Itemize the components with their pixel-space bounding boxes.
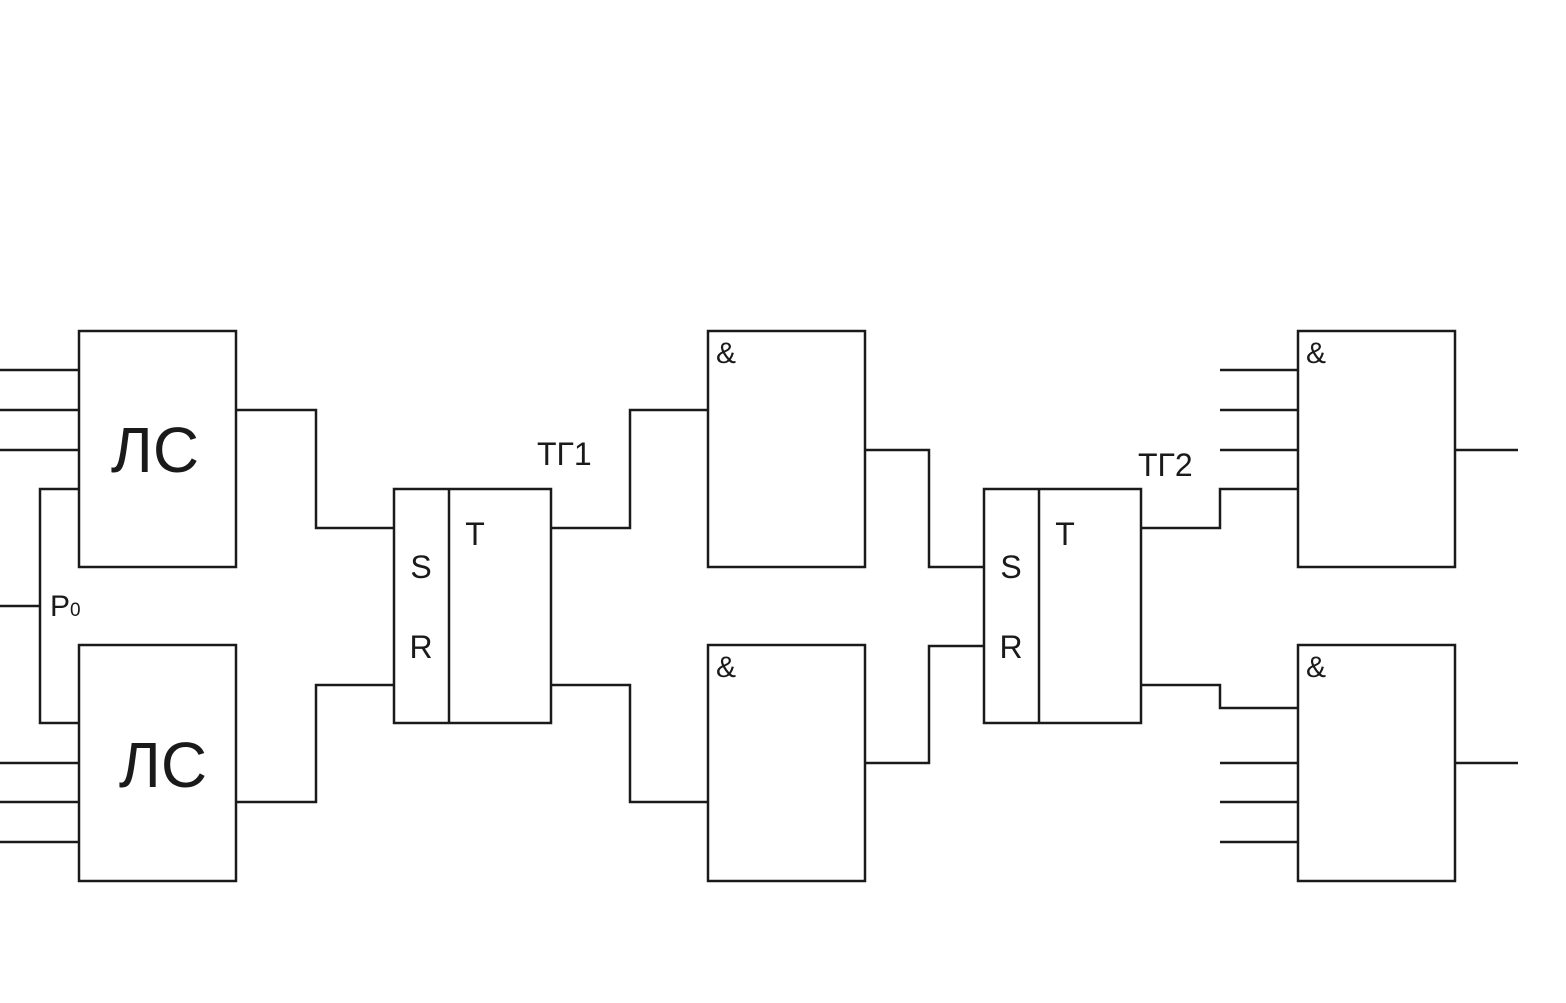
reset-input-label: P0: [50, 590, 81, 623]
trigger-2-s-pin: S: [1000, 549, 1021, 585]
and2-to-tg2-r: [865, 644, 984, 765]
and-gate-1: &: [706, 329, 867, 569]
logic-circuit-lower-label: ЛС: [119, 729, 207, 801]
logic-circuit-upper-label: ЛС: [111, 414, 199, 486]
trigger-2: S R T: [982, 487, 1143, 725]
ls1-to-tg1-s: [236, 408, 394, 530]
tg2-q-to-and3: [1141, 487, 1298, 530]
and-gate-1-label: &: [716, 337, 736, 370]
and-gate-2-label: &: [716, 651, 736, 684]
logic-circuit-upper: ЛС: [77, 329, 238, 569]
trigger-1-r-pin: R: [409, 629, 432, 665]
and1-to-tg2-s: [865, 448, 984, 569]
trigger-1-label: ТГ1: [537, 436, 592, 472]
and-gate-4-label: &: [1306, 651, 1326, 684]
tg1-nq-to-and2: [551, 683, 708, 804]
trigger-2-t-pin: T: [1055, 516, 1075, 552]
logic-circuit-lower: ЛС: [77, 643, 238, 883]
trigger-1-t-pin: T: [465, 516, 485, 552]
and-gate-3: &: [1296, 329, 1457, 569]
trigger-2-label: ТГ2: [1138, 447, 1193, 483]
trigger-1-s-pin: S: [410, 549, 431, 585]
ls2-to-tg1-r: [236, 683, 394, 804]
trigger-1: S R T: [392, 487, 553, 725]
and-gate-2: &: [706, 643, 867, 883]
trigger-2-r-pin: R: [999, 629, 1022, 665]
tg2-nq-to-and4: [1141, 683, 1298, 710]
tg1-q-to-and1: [551, 408, 708, 530]
wires: [0, 368, 1518, 844]
and-gate-3-label: &: [1306, 337, 1326, 370]
and-gate-4: &: [1296, 643, 1457, 883]
